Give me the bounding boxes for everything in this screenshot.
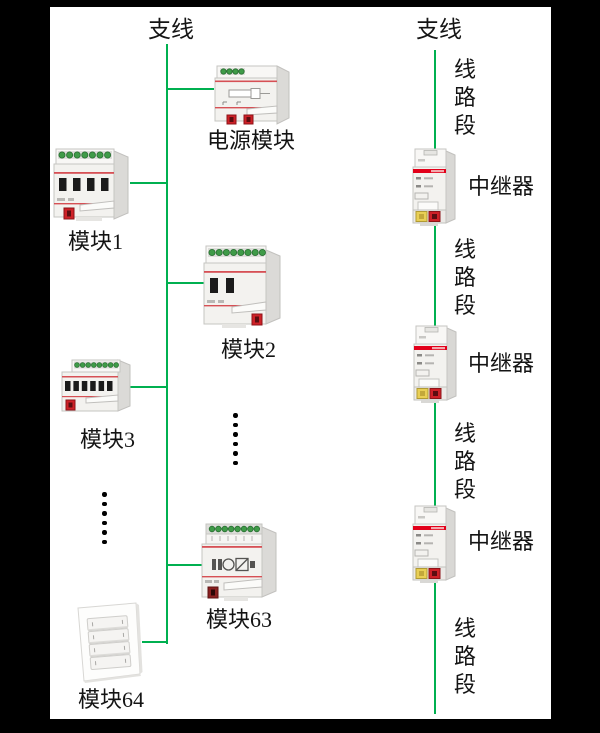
repeater-3-label: 中继器 [468,529,535,554]
module-64-image [77,602,143,683]
repeater-2-label: 中继器 [468,351,535,376]
stub-power-module [166,88,214,90]
repeater-1-label: 中继器 [468,174,535,199]
right-branch-title: 支线 [416,17,462,42]
module-1-image [53,148,129,221]
module-1-label: 模块1 [68,229,124,254]
stub-module-2 [166,282,204,284]
repeater-2-image [413,325,457,403]
module-64-label: 模块64 [78,687,145,712]
module-2-image [203,245,281,328]
module-2-label: 模块2 [221,337,277,362]
line-segment-4-label: 线路段 [453,616,476,697]
power-module-image [214,65,290,125]
line-segment-1-label: 线路段 [453,57,476,138]
diagram-white-area [50,7,551,719]
line-segment-3-label: 线路段 [453,421,476,502]
line-segment-2-label: 线路段 [453,237,476,318]
ellipsis-dots-center [233,413,238,465]
ellipsis-dots-left [102,492,107,544]
repeater-3-image [412,505,456,583]
power-module-label: 电源模块 [207,128,296,153]
stub-module-63 [166,564,202,566]
stub-module-1 [130,182,166,184]
left-branch-title: 支线 [148,17,194,42]
module-3-label: 模块3 [80,427,136,452]
module-3-image [61,359,131,412]
repeater-1-image [412,148,456,226]
module-63-image [201,523,277,601]
stub-module-3 [130,386,166,388]
module-63-label: 模块63 [206,607,273,632]
stub-module-64 [142,641,166,643]
left-branch-bus-line [166,44,168,644]
